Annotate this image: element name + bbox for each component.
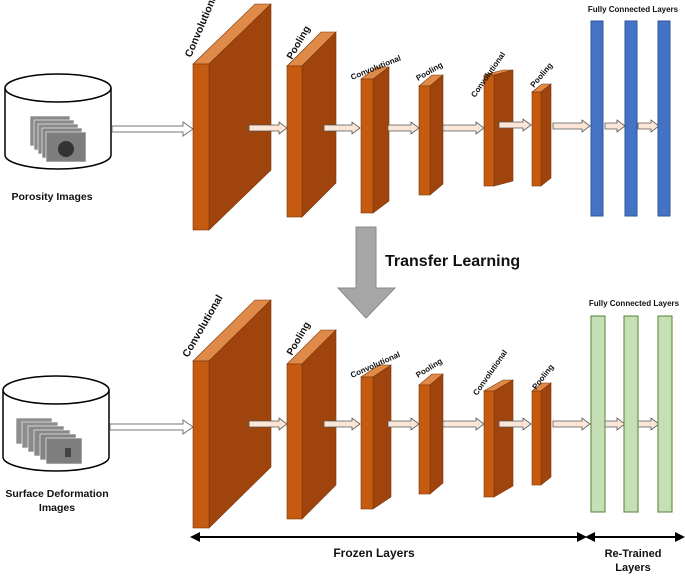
retrained-layers-label-line2: Layers <box>615 562 650 574</box>
fc-bar <box>590 20 604 217</box>
retrained-layers-label-line1: Re-Trained <box>605 548 662 560</box>
fc-layers-bottom <box>590 315 673 513</box>
fc-bar <box>657 315 673 513</box>
surface-deformation-label-line2: Images <box>39 502 75 514</box>
surface-deformation-database-icon <box>2 375 110 472</box>
porosity-images-database-icon <box>4 73 112 170</box>
fc-bar <box>623 315 639 513</box>
fc-layers-top <box>590 20 671 217</box>
input-arrow <box>109 419 194 435</box>
pool3-layer <box>531 83 552 187</box>
pool3-layer <box>531 382 552 486</box>
pool1-layer <box>286 31 337 218</box>
conv1-layer <box>192 3 272 231</box>
fc-label-bottom: Fully Connected Layers <box>589 299 680 308</box>
conv2-layer <box>360 364 392 510</box>
conv1-layer <box>192 299 272 529</box>
conv3-layer <box>482 379 515 498</box>
surface-deformation-label-line1: Surface Deformation <box>5 488 108 500</box>
conv2-layer <box>360 66 390 214</box>
pool1-layer <box>286 329 337 520</box>
frozen-layers-label: Frozen Layers <box>333 546 415 560</box>
top-network: Porosity Images Convolutional Pooling Co… <box>4 0 679 231</box>
transfer-arrow <box>336 226 397 319</box>
fc-bar <box>590 315 606 513</box>
bottom-network: Surface Deformation Images Convolutional… <box>2 293 680 529</box>
pool2-layer <box>418 74 444 196</box>
fc-label-top: Fully Connected Layers <box>588 5 679 14</box>
porosity-images-label: Porosity Images <box>11 191 92 203</box>
layer-connection-arrows <box>248 417 660 431</box>
porosity-image-stack <box>29 115 87 163</box>
transfer-learning-label: Transfer Learning <box>385 253 520 270</box>
surface-image-stack <box>15 417 83 465</box>
layer-connection-arrows <box>248 118 660 135</box>
fc-bar <box>657 20 671 217</box>
fc-bar <box>624 20 638 217</box>
pool2-layer <box>418 373 444 495</box>
input-arrow <box>111 121 194 137</box>
